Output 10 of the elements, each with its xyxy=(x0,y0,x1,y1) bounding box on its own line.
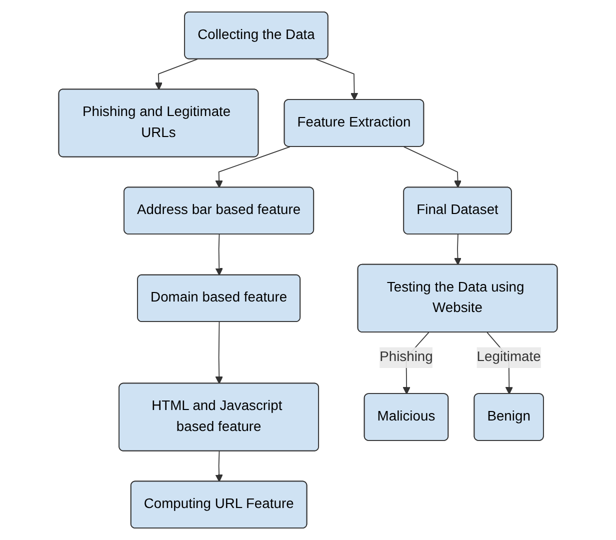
arrow xyxy=(215,450,223,482)
arrow xyxy=(154,58,198,90)
arrow xyxy=(215,322,223,384)
arrow xyxy=(403,146,462,188)
arrow xyxy=(215,234,223,276)
edge-label: Phishing xyxy=(380,350,433,365)
edge-label: Legitimate xyxy=(476,350,541,365)
arrow xyxy=(454,234,462,266)
arrow xyxy=(215,146,290,188)
arrow xyxy=(316,58,358,100)
